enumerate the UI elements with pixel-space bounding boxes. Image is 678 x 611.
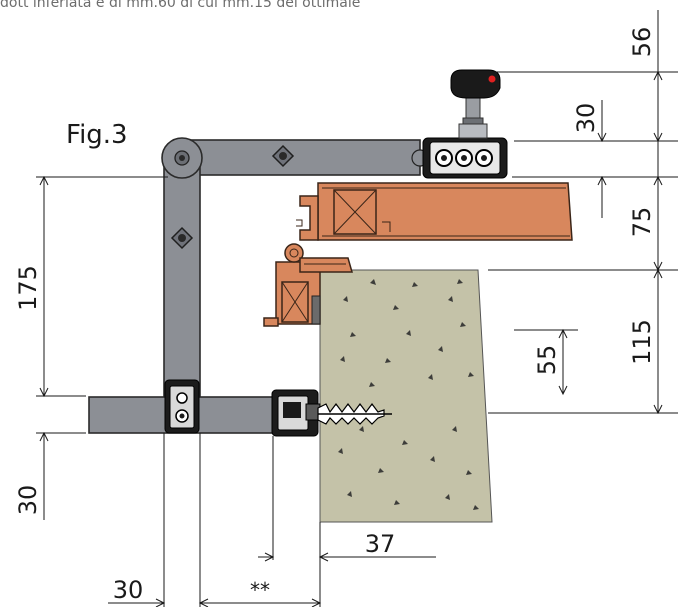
bolt-icon [170, 226, 194, 250]
dimension-lines [36, 10, 678, 608]
dim-star: ** [250, 578, 270, 602]
dim-30-bottom: 30 [113, 576, 144, 604]
dim-56: 56 [628, 27, 656, 58]
screw-icon [475, 149, 493, 167]
caption-text: dott inferiata è di mm.60 di cui mm.15 d… [0, 0, 360, 11]
screw-icon [435, 149, 453, 167]
sash-clamp [422, 137, 508, 179]
bolt-icon [271, 144, 295, 168]
dim-30-top: 30 [572, 103, 600, 134]
window-frame-profile [263, 243, 353, 327]
window-sash-profile [296, 182, 573, 241]
dim-115: 115 [628, 319, 656, 365]
dim-75: 75 [628, 207, 656, 238]
concrete-wall [319, 269, 493, 523]
wall-texture [338, 279, 479, 510]
dim-175: 175 [14, 265, 42, 311]
frame-clamp-left [164, 379, 200, 434]
dim-55: 55 [533, 345, 561, 376]
bracket-arm [88, 137, 429, 434]
figure-label: Fig.3 [66, 120, 128, 150]
tightening-knob [450, 69, 501, 139]
wall-anchor [271, 389, 392, 437]
dim-30-left: 30 [14, 485, 42, 516]
dim-37: 37 [365, 530, 396, 558]
screw-icon [455, 149, 473, 167]
